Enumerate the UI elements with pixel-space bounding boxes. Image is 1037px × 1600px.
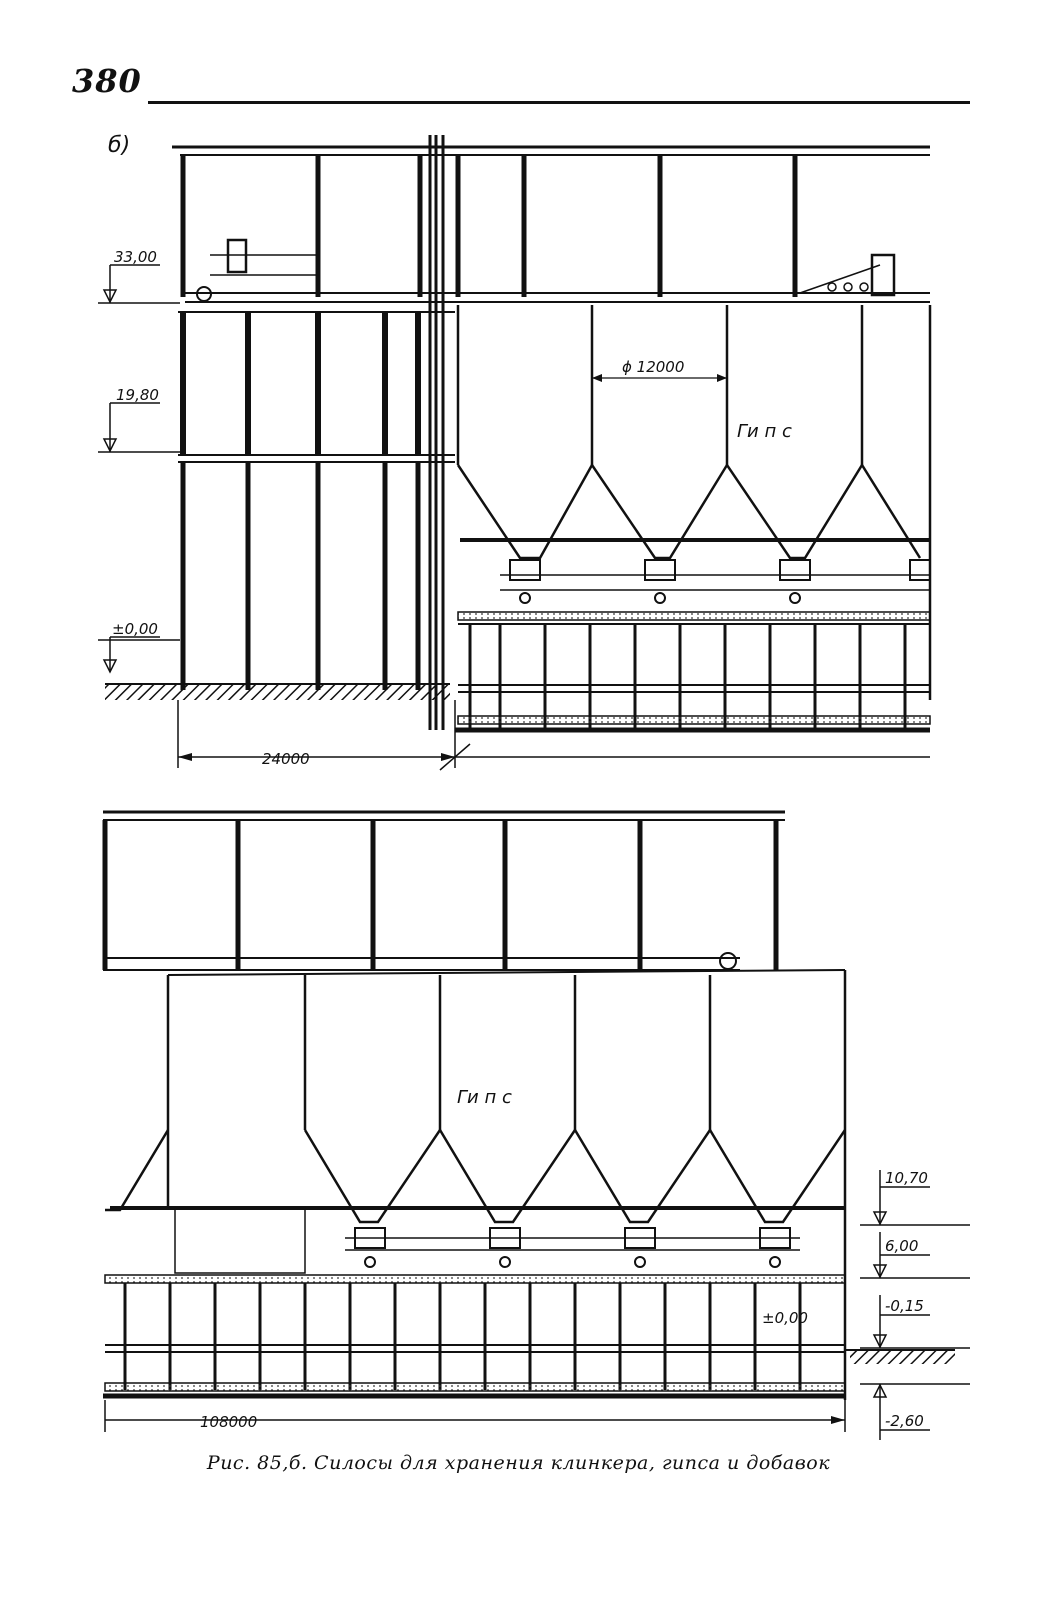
figure-caption: Рис. 85,б. Силосы для хранения клинкера,… <box>206 1452 831 1474</box>
header-rule <box>148 101 970 104</box>
level-label-minus-2-60: -2,60 <box>885 1412 924 1430</box>
silo-diameter-label: ϕ 12000 <box>622 358 684 376</box>
level-label-zero: ±0,00 <box>112 620 158 638</box>
page-number: 380 <box>72 62 142 100</box>
upper-material-label: Ги п с <box>737 421 792 442</box>
upper-span-label: 24000 <box>262 750 310 768</box>
level-label-6: 6,00 <box>885 1237 918 1255</box>
upper-elevation <box>98 135 932 771</box>
lower-material-label: Ги п с <box>457 1087 512 1108</box>
lower-zero-label: ±0,00 <box>762 1309 808 1327</box>
panel-label: б) <box>108 133 130 158</box>
lower-span-label: 108000 <box>200 1413 257 1431</box>
level-label-10-70: 10,70 <box>885 1169 928 1187</box>
level-label-33: 33,00 <box>114 248 157 266</box>
lower-elevation <box>102 810 970 1440</box>
level-label-minus-0-15: -0,15 <box>885 1297 924 1315</box>
level-label-19-80: 19,80 <box>116 386 159 404</box>
